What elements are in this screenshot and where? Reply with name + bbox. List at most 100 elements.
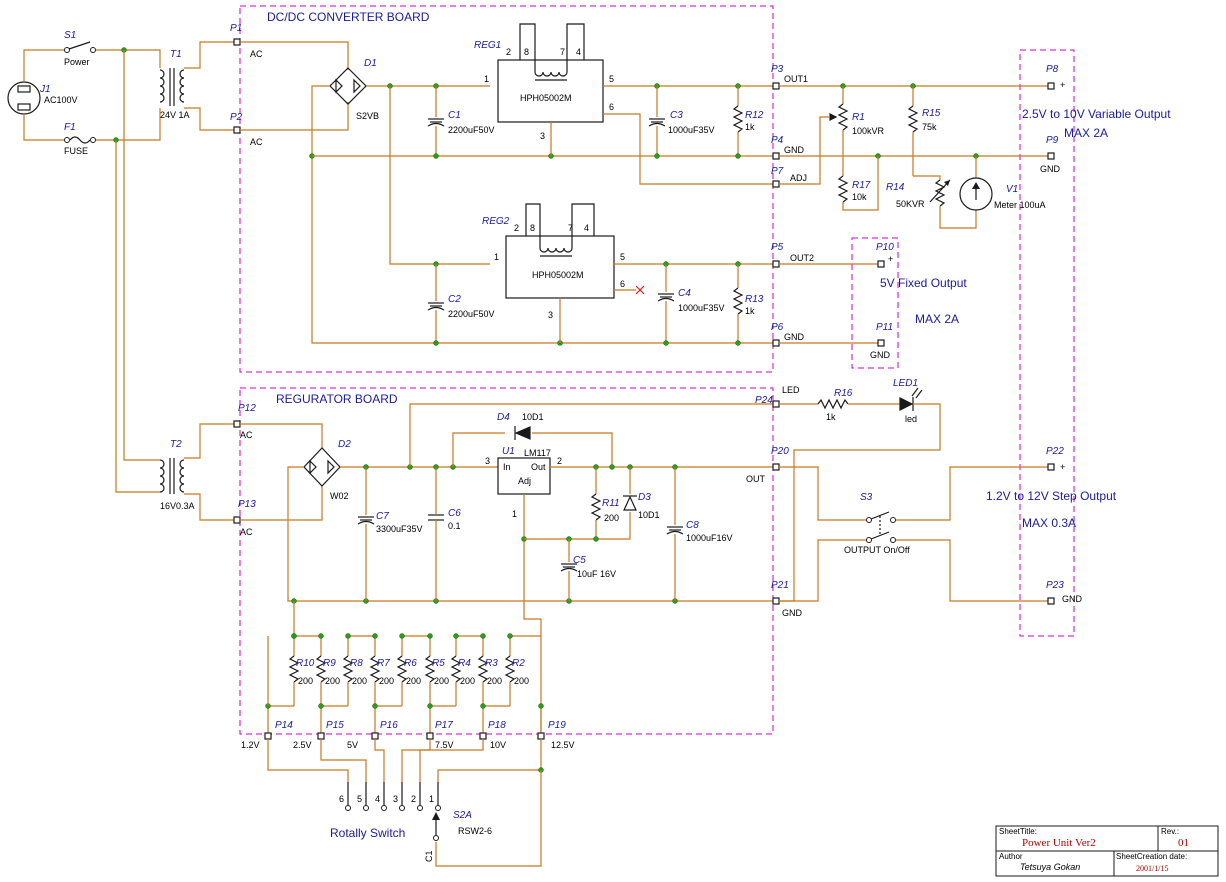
- p19-pin: [537, 732, 545, 740]
- svg-text:5: 5: [620, 252, 625, 262]
- svg-text:1k: 1k: [826, 412, 836, 422]
- svg-text:GND: GND: [870, 350, 891, 360]
- dcdc-board-title: DC/DC CONVERTER BOARD: [267, 10, 430, 24]
- svg-text:C3: C3: [670, 110, 683, 121]
- p23-pin: [1047, 597, 1055, 605]
- svg-text:10D1: 10D1: [522, 412, 544, 422]
- p10-pin: [877, 260, 885, 268]
- reg1-dcdc-module: REG1 HPH05002M 2 8 7 4 1 5 6 3: [474, 23, 614, 141]
- svg-text:10k: 10k: [852, 192, 867, 202]
- junction-dot: [538, 703, 544, 709]
- regulator-board-outline: [239, 387, 774, 735]
- svg-text:R17: R17: [852, 180, 871, 191]
- p3-pin: [772, 82, 780, 90]
- ladder-ref: R8: [350, 658, 363, 669]
- junction-dot: [372, 633, 378, 639]
- svg-text:Out: Out: [531, 462, 546, 472]
- r16-resistor: R16 1k: [817, 388, 853, 422]
- svg-text:Rotally Switch: Rotally Switch: [330, 826, 405, 840]
- p15-pin: [317, 732, 325, 740]
- svg-text:C7: C7: [376, 511, 389, 522]
- regulator-board-title: REGURATOR BOARD: [276, 392, 398, 406]
- svg-text:C4: C4: [678, 288, 691, 299]
- svg-text:200: 200: [604, 513, 619, 523]
- p20-pin: [772, 463, 780, 471]
- svg-text:3: 3: [548, 310, 553, 320]
- svg-text:OUT: OUT: [746, 474, 766, 484]
- svg-text:75k: 75k: [922, 122, 937, 132]
- svg-text:P2: P2: [230, 112, 243, 123]
- svg-text:S2VB: S2VB: [356, 111, 379, 121]
- svg-text:P8: P8: [1046, 64, 1059, 75]
- p4-pin: [772, 152, 780, 160]
- r1-potentiometer: R1 100kVR: [779, 86, 885, 185]
- svg-text:R12: R12: [745, 110, 764, 121]
- svg-text:GND: GND: [1062, 594, 1083, 604]
- junction-dot: [427, 703, 433, 709]
- svg-text:FUSE: FUSE: [64, 146, 88, 156]
- svg-text:1000uF16V: 1000uF16V: [686, 533, 733, 543]
- svg-text:P11: P11: [876, 322, 893, 333]
- svg-text:3: 3: [393, 794, 398, 804]
- svg-text:10uF 16V: 10uF 16V: [577, 569, 616, 579]
- junction-dot: [345, 633, 351, 639]
- svg-text:1: 1: [512, 509, 517, 519]
- p9-pin: [1047, 152, 1055, 160]
- svg-text:P23: P23: [1046, 580, 1064, 591]
- p8-pin: [1047, 82, 1055, 90]
- svg-text:R14: R14: [886, 182, 905, 193]
- svg-text:SheetCreation date:: SheetCreation date:: [1116, 852, 1187, 861]
- svg-text:R15: R15: [922, 108, 941, 119]
- ladder-value: 200: [460, 676, 475, 686]
- svg-text:1000uF35V: 1000uF35V: [678, 303, 725, 313]
- junction-dot: [427, 633, 433, 639]
- svg-text:P3: P3: [771, 64, 784, 75]
- svg-text:OUT2: OUT2: [790, 253, 814, 263]
- title-block: SheetTitle: Power Unit Ver2 Rev.: 01 Aut…: [995, 825, 1219, 877]
- j1-ac-inlet: J1 AC100V: [7, 81, 78, 115]
- p1-pin: [233, 38, 241, 46]
- svg-text:GND: GND: [1040, 164, 1061, 174]
- svg-text:RSW2-6: RSW2-6: [458, 826, 492, 836]
- svg-text:LED: LED: [782, 385, 800, 395]
- svg-text:1.2V: 1.2V: [241, 740, 260, 750]
- svg-text:Rev.:: Rev.:: [1161, 827, 1179, 836]
- svg-text:3: 3: [540, 131, 545, 141]
- svg-text:S2A: S2A: [453, 810, 472, 821]
- svg-text:1.2V to 12V Step Output: 1.2V to 12V Step Output: [986, 489, 1117, 503]
- svg-text:7: 7: [568, 223, 573, 233]
- reg2-dcdc-module: REG2 HPH05002M 2 8 7 4 1 5 6 3: [482, 203, 625, 320]
- junction-dot: [399, 633, 405, 639]
- p22-pin: [1047, 463, 1055, 471]
- svg-text:2200uF50V: 2200uF50V: [448, 309, 495, 319]
- d4-diode: D4 10D1: [497, 412, 544, 440]
- svg-text:16V0.3A: 16V0.3A: [160, 501, 195, 511]
- ladder-value: 200: [325, 676, 340, 686]
- junction-dot: [480, 633, 486, 639]
- svg-text:2.5V: 2.5V: [293, 740, 312, 750]
- svg-text:1000uF35V: 1000uF35V: [668, 125, 715, 135]
- svg-text:REG1: REG1: [474, 40, 501, 51]
- led1-indicator: LED1 led: [893, 378, 923, 424]
- svg-text:AC100V: AC100V: [44, 95, 78, 105]
- junction-dot: [507, 633, 513, 639]
- c4-capacitor: C4 1000uF35V: [657, 264, 725, 343]
- p11-pin: [877, 339, 885, 347]
- svg-text:MAX 2A: MAX 2A: [915, 312, 959, 326]
- svg-text:P12: P12: [238, 403, 256, 414]
- svg-text:D1: D1: [364, 58, 377, 69]
- svg-text:AC: AC: [250, 137, 263, 147]
- svg-text:5V: 5V: [347, 740, 358, 750]
- ladder-ref: R9: [323, 658, 336, 669]
- svg-text:C5: C5: [573, 555, 586, 566]
- svg-text:GND: GND: [784, 332, 805, 342]
- svg-text:R11: R11: [602, 498, 620, 509]
- svg-text:LM117: LM117: [524, 448, 551, 458]
- svg-text:2200uF50V: 2200uF50V: [448, 125, 495, 135]
- svg-text:5V Fixed Output: 5V Fixed Output: [880, 276, 967, 290]
- svg-text:HPH05002M: HPH05002M: [532, 270, 584, 280]
- svg-text:C6: C6: [448, 508, 461, 519]
- svg-text:2001/1/15: 2001/1/15: [1136, 864, 1168, 873]
